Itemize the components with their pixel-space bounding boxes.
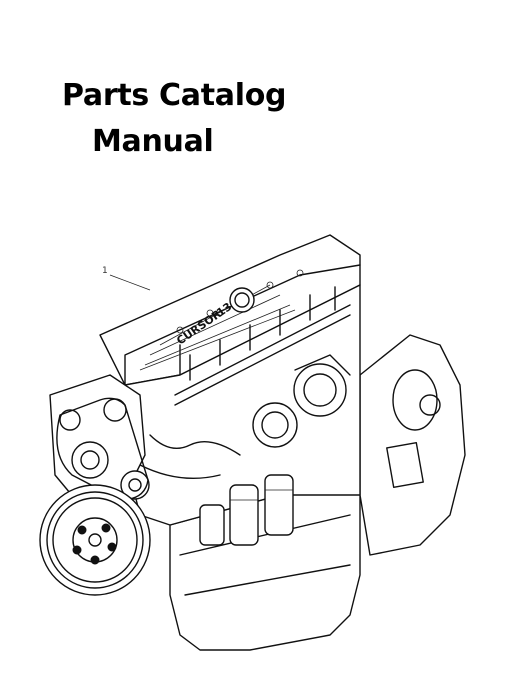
title-line-parts-catalog: Parts Catalog bbox=[62, 78, 287, 113]
title-line-manual: Manual bbox=[92, 124, 214, 159]
front-accessories bbox=[49, 374, 150, 506]
callout: 1 bbox=[102, 266, 151, 291]
engine-block: CURSOR 13 bbox=[99, 234, 466, 651]
engine-illustration: 1 bbox=[39, 234, 466, 651]
callout-number: 1 bbox=[102, 266, 108, 276]
crankshaft-damper bbox=[39, 484, 151, 596]
